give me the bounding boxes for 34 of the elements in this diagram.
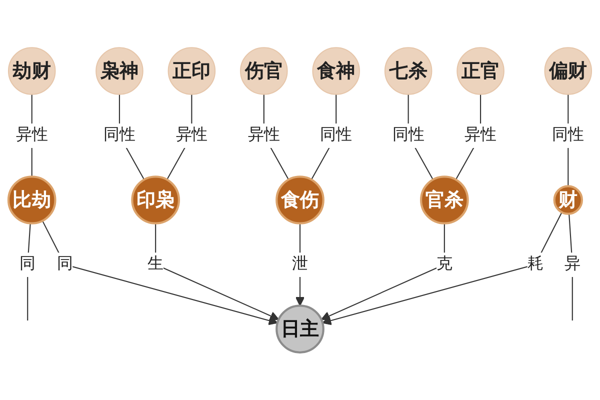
node-circle: 日主 [276, 304, 324, 354]
edge-label: 同性 [392, 126, 424, 144]
edge-label: 克 [436, 256, 452, 273]
edge-label: 异性 [464, 126, 496, 144]
node-circle: 正官 [456, 47, 504, 95]
edge-label: 同性 [104, 126, 136, 144]
arrow [42, 220, 278, 326]
edge-label: 同性 [320, 126, 352, 144]
connector [568, 214, 573, 321]
edge-label: 同 [20, 256, 36, 273]
edge-label: 泄 [292, 256, 308, 273]
node-circle: 七杀 [384, 47, 432, 95]
edge-label: 同 [56, 256, 73, 273]
edge-label: 耗 [527, 256, 544, 273]
node-circle: 正印 [168, 47, 216, 95]
arrow [320, 223, 445, 320]
edge-label: 异 [564, 256, 580, 273]
arrow [322, 212, 562, 326]
node-circle: 劫财 [8, 47, 56, 95]
node-circle: 食伤 [276, 176, 324, 224]
connector [27, 223, 31, 321]
edge-label: 同性 [552, 126, 584, 144]
arrow [295, 223, 305, 306]
arrow [155, 223, 280, 320]
node-circle: 官杀 [420, 176, 469, 224]
node-circle: 食神 [312, 47, 360, 95]
edge-label: 异性 [16, 126, 48, 144]
edge-label: 异性 [176, 126, 208, 144]
node-circle: 财 [553, 185, 583, 215]
node-circle: 枭神 [96, 47, 144, 95]
node-circle: 印枭 [131, 176, 180, 224]
edge-label: 异性 [248, 126, 280, 144]
node-circle: 比劫 [7, 176, 56, 224]
edge-label: 生 [148, 256, 164, 273]
